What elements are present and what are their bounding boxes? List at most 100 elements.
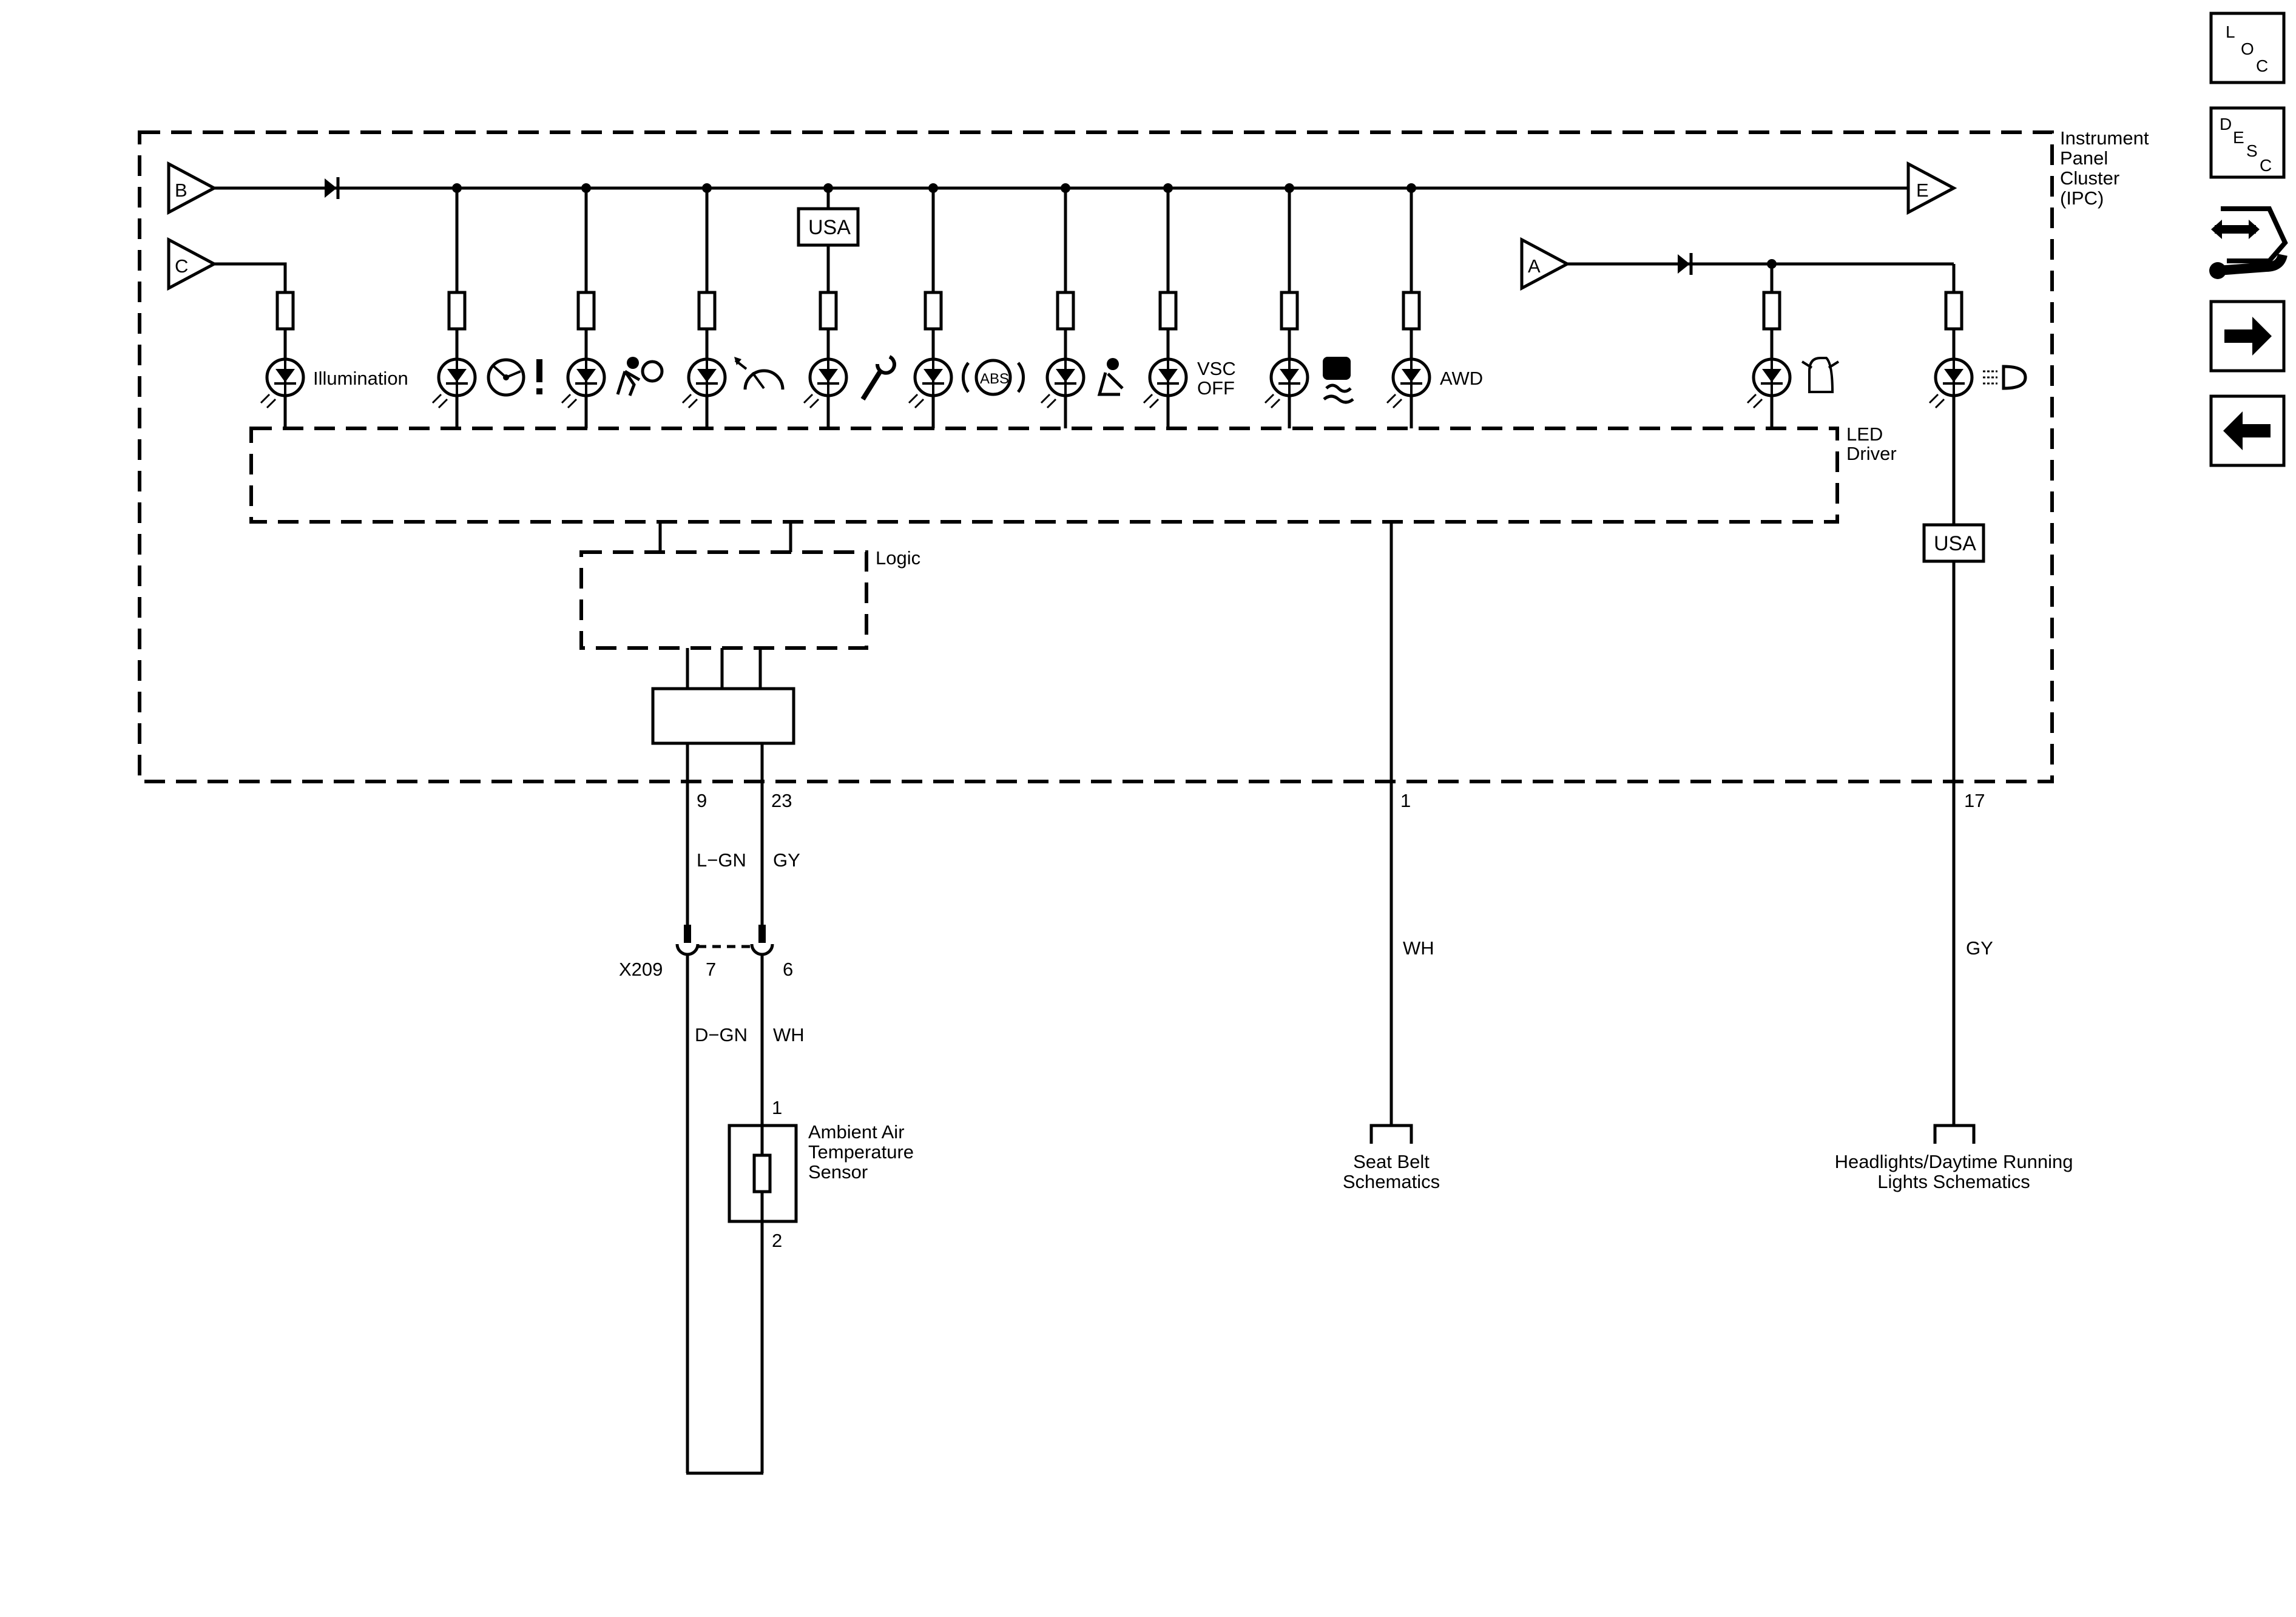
svg-text:6: 6 (783, 959, 793, 980)
svg-text:Headlights/Daytime Running: Headlights/Daytime Running (1835, 1151, 2073, 1172)
pin-23-label: 23 (771, 790, 792, 811)
logic-label: Logic (876, 547, 920, 569)
lamp-branch-door (1746, 264, 1792, 428)
lamp-branch-awd (1386, 188, 1431, 428)
logic-block (579, 550, 868, 650)
svg-text:L: L (2226, 22, 2235, 41)
wire-color-17: GY (1966, 937, 1993, 959)
connector-a: A (1520, 237, 1956, 291)
connector-c: C (167, 237, 287, 291)
ipc-label-line2: Panel (2060, 147, 2108, 169)
ipc-enclosure (138, 130, 2054, 783)
led-driver-label-line1: LED (1846, 424, 1883, 445)
bus-diode (325, 177, 340, 199)
wire-color-7: D−GN (695, 1024, 748, 1045)
svg-text:7: 7 (706, 959, 716, 980)
wire-color-9: L−GN (697, 849, 746, 871)
svg-text:Sensor: Sensor (808, 1161, 868, 1183)
svg-text:C: C (175, 255, 188, 277)
svg-text:Schematics: Schematics (1343, 1171, 1440, 1192)
resistor (1402, 291, 1421, 331)
speedometer-fault-icon (734, 357, 785, 390)
svg-text:O: O (2241, 39, 2254, 58)
x209-inline-connector: X209 7 6 (619, 925, 793, 980)
resistor (1762, 291, 1781, 331)
ipc-label-line3: Cluster (2060, 167, 2119, 189)
usa-option-tag-upper: USA (797, 207, 860, 247)
pin-17-label: 17 (1964, 790, 1985, 811)
resistor (447, 291, 467, 331)
svg-text:D: D (2220, 115, 2232, 133)
loc-button[interactable]: L O C (2209, 12, 2286, 84)
ipc-label-line1: Instrument (2060, 127, 2149, 149)
svg-text:C: C (2260, 156, 2272, 175)
lamp-branch-traction (1264, 188, 1309, 428)
resistor (576, 291, 596, 331)
connector-e: E (1906, 161, 1957, 215)
svg-text:S: S (2246, 141, 2258, 160)
lamp-branch-vsc-off (1143, 188, 1188, 428)
resistor (819, 291, 838, 331)
resistor (923, 291, 943, 331)
resistor (275, 291, 295, 331)
sensor-interface-box (651, 687, 795, 745)
svg-text:2: 2 (772, 1230, 782, 1251)
wire-color-23: GY (773, 849, 800, 871)
ipc-label-line4: (IPC) (2060, 187, 2104, 209)
resistor (1158, 291, 1178, 331)
svg-text:1: 1 (772, 1097, 782, 1118)
svg-text:Ambient Air: Ambient Air (808, 1121, 905, 1143)
svg-text:USA: USA (1934, 532, 1976, 555)
pin-9-label: 9 (697, 790, 707, 811)
door-ajar-icon (1801, 357, 1840, 393)
led-driver-label-line2: Driver (1846, 443, 1897, 464)
led-driver-block (249, 427, 1839, 524)
svg-text:C: C (2256, 56, 2268, 75)
headlights-drl-schematics-ref[interactable]: Headlights/Daytime Running Lights Schema… (1835, 1124, 2073, 1192)
resistor (1056, 291, 1075, 331)
awd-label: AWD (1440, 368, 1483, 389)
wire-color-1: WH (1403, 937, 1434, 959)
previous-page-arrow-icon[interactable] (2209, 394, 2286, 467)
svg-text:Lights Schematics: Lights Schematics (1877, 1171, 2030, 1192)
lamp-branch-steering (431, 188, 477, 428)
vsc-off-label-line1: VSC (1197, 358, 1236, 379)
illumination-label: Illumination (313, 368, 408, 389)
steering-wheel-warning-icon (487, 358, 542, 397)
lamp-branch-abs (908, 188, 953, 428)
lamp-branch-illumination (260, 291, 305, 428)
svg-text:E: E (1916, 180, 1929, 201)
headlamp-high-beam-icon (1983, 365, 2027, 390)
wire-color-6: WH (773, 1024, 805, 1045)
connector-b: B (167, 161, 218, 215)
resistor (1280, 291, 1299, 331)
lamp-branch-seatbelt (1040, 188, 1086, 428)
lamp-branch-speedometer (681, 188, 727, 428)
desc-button[interactable]: D E S C (2209, 106, 2286, 179)
lamp-branches (260, 188, 1974, 525)
pin-1-label: 1 (1400, 790, 1411, 811)
abs-icon: ABS (962, 359, 1025, 396)
svg-text:E: E (2233, 128, 2244, 147)
traction-control-icon (1323, 357, 1354, 404)
svg-text:A: A (1528, 255, 1541, 277)
svg-text:B: B (175, 180, 187, 201)
ambient-air-temp-sensor: 1 2 Ambient Air Temperature Sensor (728, 1097, 914, 1251)
connector-tool-icon[interactable] (2209, 206, 2288, 279)
resistor (697, 291, 717, 331)
seat-belt-icon (1097, 358, 1124, 396)
svg-text:USA: USA (808, 216, 851, 239)
next-page-arrow-icon[interactable] (2209, 300, 2286, 373)
lamp-branch-airbag (561, 188, 606, 428)
usa-option-tag-lower: USA (1922, 523, 1985, 563)
seat-belt-schematics-ref[interactable]: Seat Belt Schematics (1343, 1124, 1440, 1192)
svg-text:Seat Belt: Seat Belt (1353, 1151, 1430, 1172)
resistor (1944, 291, 1963, 331)
airbag-icon (616, 357, 664, 396)
svg-text:ABS: ABS (980, 371, 1009, 387)
svg-text:Temperature: Temperature (808, 1141, 914, 1163)
wrench-service-icon (860, 355, 896, 401)
lamp-branch-headlamp (1928, 291, 1974, 525)
vsc-off-label-line2: OFF (1197, 377, 1235, 399)
